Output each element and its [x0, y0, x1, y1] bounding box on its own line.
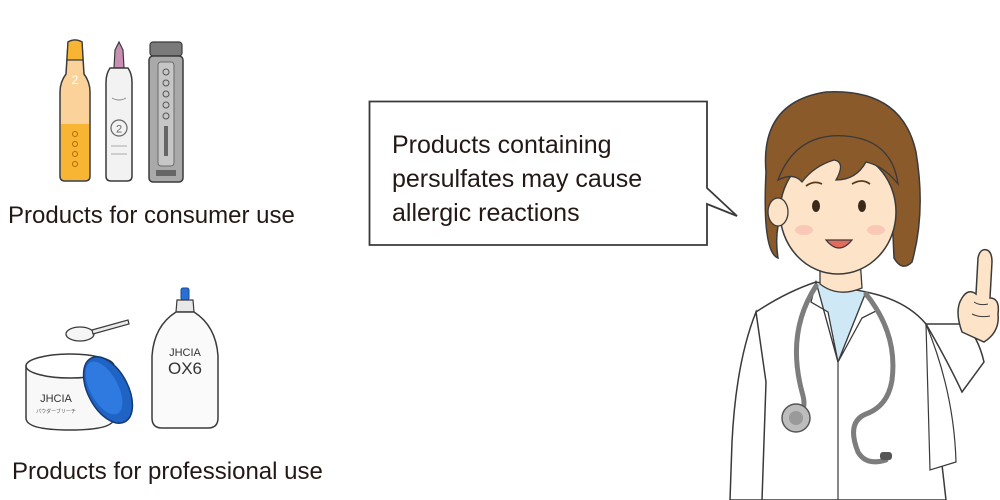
- consumer-products-illustration: 2 2: [59, 39, 184, 183]
- developer-pouch-icon: JHCIA OX6: [151, 287, 219, 429]
- consumer-products-caption: Products for consumer use: [8, 202, 295, 229]
- professional-products-caption: Products for professional use: [12, 458, 323, 485]
- pouch-brand-label: JHCIA: [169, 347, 201, 359]
- speech-bubble: [368, 100, 738, 246]
- orange-dye-bottle-icon: 2: [59, 39, 91, 182]
- grey-bottle-number: 2: [116, 124, 122, 136]
- professional-products-illustration: JHCIA パウダーブリーチ JHCIA OX6: [25, 287, 219, 431]
- raised-hand-icon: [957, 248, 1000, 343]
- orange-bottle-number: 2: [72, 73, 79, 87]
- doctor-illustration: [729, 91, 1000, 500]
- speech-bubble-text: Products containing persulfates may caus…: [392, 131, 643, 227]
- measuring-spoon-icon: [65, 319, 130, 342]
- jar-brand-label: JHCIA: [40, 393, 72, 405]
- pouch-product-label: OX6: [168, 359, 202, 378]
- grey-applicator-bottle-icon: [148, 41, 184, 183]
- blue-jar-lid-icon: [82, 356, 134, 424]
- face: [767, 135, 899, 275]
- stethoscope-icon: [781, 283, 896, 465]
- lab-coat: [729, 279, 985, 500]
- jar-subtext-label: パウダーブリーチ: [36, 408, 76, 415]
- pink-cap-bottle-icon: 2: [105, 40, 133, 182]
